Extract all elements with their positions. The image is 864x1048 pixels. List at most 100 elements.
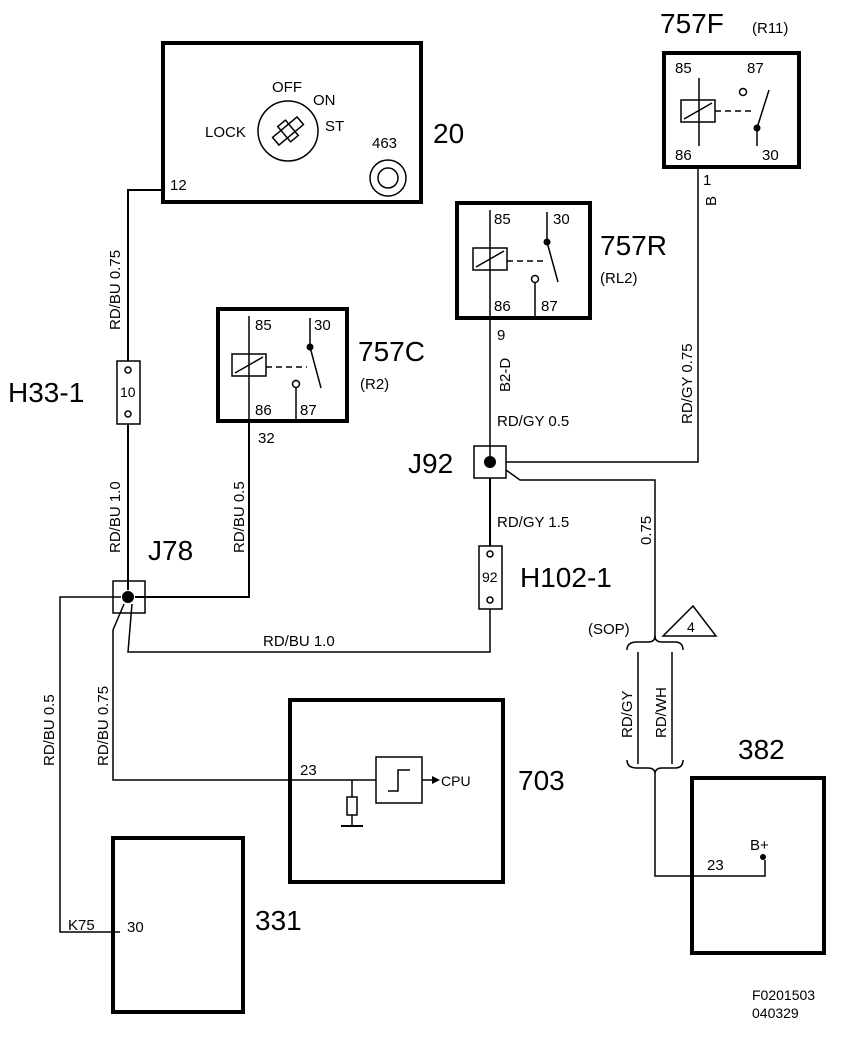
schmitt-trigger-icon bbox=[375, 756, 423, 804]
pin-1-label: 1 bbox=[703, 172, 711, 189]
fuse-h102-bottom-pin bbox=[486, 596, 494, 604]
fuse-h33-bottom-pin bbox=[124, 410, 132, 418]
switch-off-label: OFF bbox=[272, 79, 302, 96]
wire-label-bottom: RD/BU 1.0 bbox=[263, 633, 335, 650]
wire-label-757c: RD/BU 0.5 bbox=[231, 481, 248, 553]
junction-j92-label: J92 bbox=[408, 448, 453, 479]
fuse-h33-number: 10 bbox=[120, 384, 136, 400]
wire-j92-to-sop bbox=[505, 469, 656, 640]
wire-757c-to-j78 bbox=[135, 421, 250, 598]
wire-label-12: RD/BU 0.75 bbox=[107, 250, 124, 330]
figure-date: 040329 bbox=[752, 1005, 799, 1021]
switch-pin-12: 12 bbox=[170, 177, 187, 194]
wire-j78-to-331 bbox=[59, 596, 121, 933]
switch-on-label: ON bbox=[313, 92, 336, 109]
cpu-label: CPU bbox=[441, 773, 471, 789]
relay-757f-coil-slash bbox=[683, 102, 713, 120]
wire-label-757f: RD/GY 0.75 bbox=[679, 343, 696, 424]
wire-label-left2: RD/BU 0.75 bbox=[95, 686, 112, 766]
relay-757c-label: 757C bbox=[358, 336, 425, 367]
relay-757c-pin87: 87 bbox=[300, 402, 317, 419]
relay-757c-pin85: 85 bbox=[255, 317, 272, 334]
wire-label-h33: RD/BU 1.0 bbox=[107, 481, 124, 553]
wire-label-left1: RD/BU 0.5 bbox=[41, 694, 58, 766]
component-20-label: 20 bbox=[433, 118, 464, 149]
wire-label-j92: RD/GY 1.5 bbox=[497, 514, 569, 531]
ignition-switch-box bbox=[161, 41, 423, 204]
module-331-label: 331 bbox=[255, 905, 302, 936]
figure-id: F0201503 bbox=[752, 987, 815, 1003]
relay-757f-arm bbox=[756, 89, 770, 129]
relay-757c-arm bbox=[309, 346, 322, 389]
switch-st-label: ST bbox=[325, 118, 344, 135]
relay-757f-contact87 bbox=[738, 87, 748, 97]
relay-757r-pin87: 87 bbox=[541, 298, 558, 315]
relay-757c-box bbox=[216, 307, 349, 423]
pin-9-label: 9 bbox=[497, 327, 505, 344]
lamp-463-icon bbox=[369, 159, 407, 197]
module-703-box bbox=[288, 698, 505, 884]
relay-757c-pin30: 30 bbox=[314, 317, 331, 334]
pin-b2d-label: B2-D bbox=[497, 358, 514, 392]
relay-757c-coil bbox=[231, 353, 267, 377]
relay-757r-pin86: 86 bbox=[494, 298, 511, 315]
lamp-463-label: 463 bbox=[372, 135, 397, 152]
arrow-right-icon bbox=[432, 776, 440, 784]
fuse-h102-number: 92 bbox=[482, 569, 498, 585]
wire-label-075: 0.75 bbox=[638, 516, 655, 545]
fuse-h33-label: H33-1 bbox=[8, 377, 84, 408]
relay-757c-contact87 bbox=[291, 379, 301, 389]
wire-label-r9: RD/GY 0.5 bbox=[497, 413, 569, 430]
connector-k75-label: K75 bbox=[68, 917, 95, 934]
module-382-pin23: 23 bbox=[707, 857, 724, 874]
relay-757f-label: 757F bbox=[660, 8, 724, 39]
relay-757c-pin86: 86 bbox=[255, 402, 272, 419]
relay-757r-box bbox=[455, 201, 592, 320]
junction-j78-label: J78 bbox=[148, 535, 193, 566]
pin-32-label: 32 bbox=[258, 430, 275, 447]
wire-label-rdgy: RD/GY bbox=[619, 690, 636, 738]
relay-757f-pin30: 30 bbox=[762, 147, 779, 164]
module-382-label: 382 bbox=[738, 734, 785, 765]
wire-sop-to-382 bbox=[654, 774, 766, 877]
module-331-pin30: 30 bbox=[127, 919, 144, 936]
relay-757r-coil-slash bbox=[475, 250, 505, 268]
pin-b-label: B bbox=[703, 196, 720, 206]
relay-757r-pin85: 85 bbox=[494, 211, 511, 228]
key-switch-icon bbox=[257, 100, 319, 162]
relay-757r-label: 757R bbox=[600, 230, 667, 261]
note-triangle-icon bbox=[661, 604, 718, 637]
bplus-terminal-icon bbox=[760, 854, 766, 860]
sop-label: (SOP) bbox=[588, 621, 630, 638]
wire-j78-to-h102 bbox=[127, 603, 491, 653]
module-382-bplus: B+ bbox=[750, 837, 769, 854]
relay-757f-sub: (R11) bbox=[752, 20, 788, 37]
sop-bottom-brace bbox=[626, 759, 684, 775]
key-icon bbox=[271, 115, 305, 147]
relay-757f-pin86: 86 bbox=[675, 147, 692, 164]
lamp-463-inner bbox=[377, 167, 399, 189]
wire-label-rdwh: RD/WH bbox=[653, 687, 670, 738]
module-703-label: 703 bbox=[518, 765, 565, 796]
relay-757r-pin30: 30 bbox=[553, 211, 570, 228]
sop-top-brace bbox=[626, 635, 684, 651]
relay-757r-arm bbox=[546, 241, 559, 283]
relay-757r-coil bbox=[472, 247, 508, 271]
module-331-box bbox=[111, 836, 245, 1014]
relay-757r-contact87 bbox=[530, 274, 540, 284]
fuse-h102-top-pin bbox=[486, 550, 494, 558]
switch-lock-label: LOCK bbox=[205, 124, 246, 141]
wire-j78-to-703 bbox=[112, 603, 290, 781]
note-number: 4 bbox=[687, 619, 695, 635]
module-703-pin23: 23 bbox=[300, 762, 317, 779]
step-icon bbox=[388, 769, 410, 792]
fuse-h33-top-pin bbox=[124, 366, 132, 374]
wire-j92-to-757f bbox=[506, 167, 699, 463]
module-382-box bbox=[690, 776, 826, 955]
relay-757f-pin85: 85 bbox=[675, 60, 692, 77]
relay-757f-pin87: 87 bbox=[747, 60, 764, 77]
relay-757f-box bbox=[662, 51, 801, 169]
relay-757c-sub: (R2) bbox=[360, 376, 389, 393]
junction-j92-dot bbox=[484, 456, 496, 468]
